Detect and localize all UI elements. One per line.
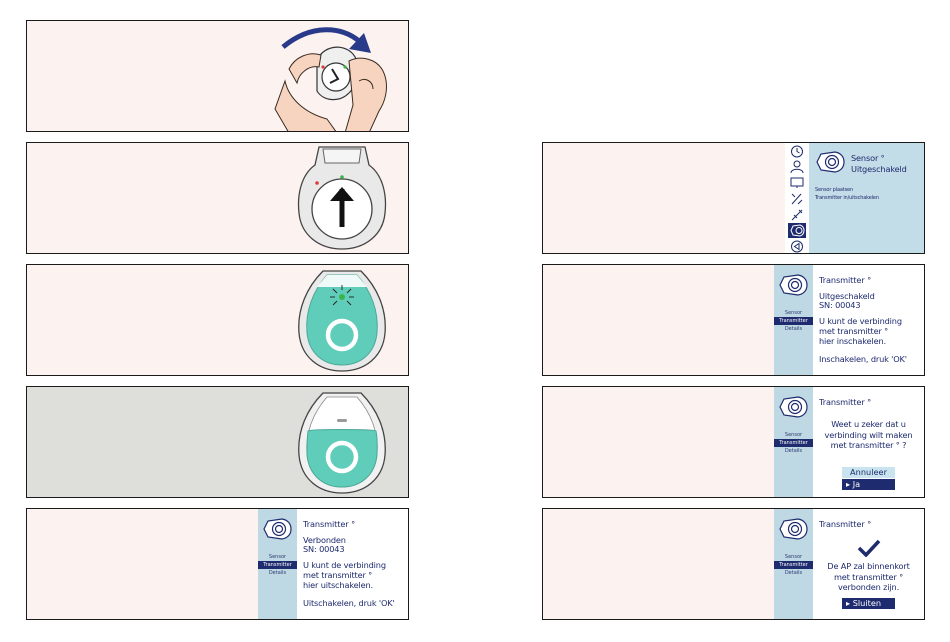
tools-icon[interactable] [788,191,806,206]
body-line: met transmitter ° [303,570,373,580]
step-panel-done: Sensor Transmitter Details Transmitter °… [542,508,925,620]
sensor-icon [263,518,292,540]
home-status: Uitgeschakeld [851,164,907,174]
message-line: De AP zal binnenkort [827,561,910,571]
screen-main: Transmitter ° Uitgeschakeld SN: 00043 U … [813,265,924,375]
sensor-icon[interactable] [788,223,806,238]
tab-sensor[interactable]: Sensor [268,554,287,560]
hand-twist-illustration [274,27,387,131]
screen-title: Transmitter ° [303,519,356,529]
screen-title: Transmitter ° [819,519,872,529]
menu-item[interactable]: Sensor plaatsen [815,187,853,193]
clock-icon[interactable] [788,144,806,159]
status-line: Verbonden [303,535,346,545]
step-panel-home: Sensor ° Uitgeschakeld Sensor plaatsen T… [542,142,925,254]
message-line: verbonden zijn. [837,582,900,592]
tab-transmitter[interactable]: Transmitter [774,439,813,447]
body-line: hier inschakelen. [819,336,886,346]
step-panel-connected: Sensor Transmitter Details Transmitter °… [26,508,409,620]
tab-details[interactable]: Details [784,448,803,454]
side-tabs: Sensor Transmitter Details [258,509,297,619]
checkmark-icon [857,539,881,557]
step-panel-device-blinking [26,264,409,376]
body-line: U kunt de verbinding [819,316,902,326]
cancel-button[interactable]: Annuleer [842,467,895,478]
pump-screen-confirm: Sensor Transmitter Details Transmitter °… [774,387,924,497]
side-tabs: Sensor Transmitter Details [774,265,813,375]
side-tabs: Sensor Transmitter Details [774,509,813,619]
step-panel-twist-device [26,20,409,132]
question-line: met transmitter ° ? [830,440,907,450]
action-hint: Uitschakelen, druk 'OK' [303,598,395,608]
body-line: hier uitschakelen. [303,580,374,590]
body-line: U kunt de verbinding [303,560,386,570]
tab-details[interactable]: Details [268,570,287,576]
tab-transmitter[interactable]: Transmitter [258,561,297,569]
device-steady-illustration [298,392,386,494]
body-line: met transmitter ° [819,326,889,336]
person-icon[interactable] [788,159,806,174]
screen-main: Transmitter ° Verbonden SN: 00043 U kunt… [297,509,408,619]
step-panel-confirm: Sensor Transmitter Details Transmitter °… [542,386,925,498]
tab-transmitter[interactable]: Transmitter [774,317,813,325]
tab-details[interactable]: Details [784,570,803,576]
yes-button[interactable]: ▸ Ja [842,479,895,490]
sensor-icon [779,274,808,296]
tab-details[interactable]: Details [784,326,803,332]
step-panel-enable: Sensor Transmitter Details Transmitter °… [542,264,925,376]
screen-main: Transmitter ° De AP zal binnenkort met t… [813,509,924,619]
message-line: met transmitter ° [833,571,904,582]
screen-main: Transmitter ° Weet u zeker dat u verbind… [813,387,924,497]
screen-title: Transmitter ° [819,275,872,285]
close-button[interactable]: ▸ Sluiten [842,598,895,609]
speaker-icon[interactable] [788,239,806,254]
pump-screen-done: Sensor Transmitter Details Transmitter °… [774,509,924,619]
pump-screen-enable: Sensor Transmitter Details Transmitter °… [774,265,924,375]
pump-screen-home: Sensor ° Uitgeschakeld Sensor plaatsen T… [785,143,924,253]
question-line: verbinding wilt maken [824,429,913,440]
sensor-icon [816,151,845,173]
tab-transmitter[interactable]: Transmitter [774,561,813,569]
menu-item[interactable]: Transmitter in/uitschakelen [815,195,879,201]
device-blinking-illustration [298,270,386,372]
tab-sensor[interactable]: Sensor [784,554,803,560]
tab-sensor[interactable]: Sensor [784,432,803,438]
action-hint: Inschakelen, druk 'OK' [819,354,907,364]
syringe-icon[interactable] [788,207,806,222]
screen-title: Transmitter ° [819,397,872,407]
sensor-icon [779,396,808,418]
question-line: Weet u zeker dat u [831,419,906,429]
side-tabs: Sensor Transmitter Details [774,387,813,497]
tab-list: Sensor Transmitter Details [774,309,813,333]
tab-list: Sensor Transmitter Details [774,431,813,455]
tab-list: Sensor Transmitter Details [258,553,297,577]
home-title: Sensor ° [851,153,885,163]
sensor-icon [779,518,808,540]
status-line: Uitgeschakeld [819,291,875,301]
rotate-arrow-icon [281,27,361,49]
screen-icon[interactable] [788,175,806,190]
step-panel-device-steady [26,386,409,498]
tab-sensor[interactable]: Sensor [784,310,803,316]
device-arrow-illustration [297,146,387,250]
icon-column [785,143,809,253]
tab-list: Sensor Transmitter Details [774,553,813,577]
step-panel-device-arrow [26,142,409,254]
serial-number: SN: 00043 [819,300,861,310]
serial-number: SN: 00043 [303,544,345,554]
pump-screen-connected: Sensor Transmitter Details Transmitter °… [258,509,408,619]
